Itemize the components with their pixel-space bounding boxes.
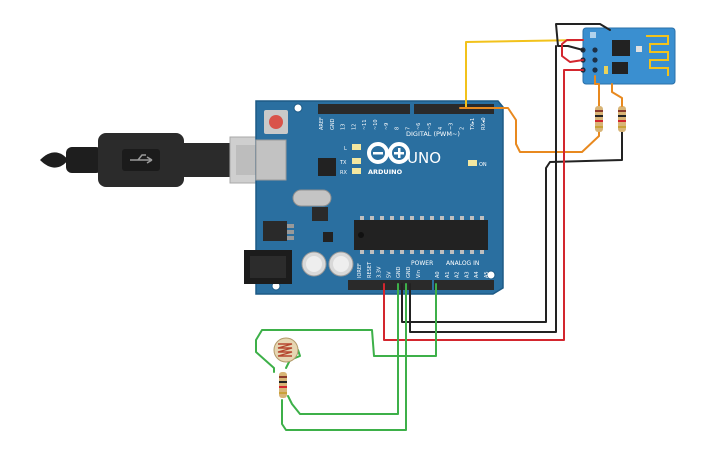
pin-label: 2 [459,127,465,130]
wire-orange-2 [594,75,600,113]
pin-label: AREF [319,117,325,130]
wire-orange [459,107,600,153]
pin-label: A2 [455,271,461,278]
pin-label: 7 [405,127,411,130]
pin-label: ~3 [449,123,455,130]
dc-barrel-jack-icon [244,250,292,284]
top-pin-labels: AREF GND 13 12 ~11 ~10 ~9 8 7 ~6 ~5 4 ~3 2 TX▸1 RX◂0 [319,117,487,131]
pin-label: A3 [464,271,470,278]
pin-label: ~11 [362,119,368,130]
pin-label: A5 [484,271,490,278]
arduino-infinity-logo-icon [367,142,410,164]
pin-label: 3.3V [377,266,383,278]
pin-label: ~10 [373,119,379,130]
power-header [348,280,494,290]
wire-yellow [465,39,584,109]
wire-green-1 [255,283,437,373]
wire-red-1 [561,39,584,63]
photoresistor-icon [273,337,299,363]
pin-label: 8 [395,127,401,130]
pin-label: TX▸1 [470,118,476,131]
led-on-label: ON [479,162,487,168]
pin-label: ~6 [416,123,422,130]
resistor-icon-2 [618,106,626,132]
power-header-label: POWER [411,260,433,267]
digital-header [318,104,494,114]
usb-cable-icon [40,133,289,187]
wire-green-2 [287,283,399,415]
led-tx-label: TX [339,160,347,166]
board-model-label: UNO [407,149,441,167]
resistor-icon [595,106,603,132]
wire-black-1 [555,23,611,51]
wire-green-3 [281,283,407,431]
pin-label: ~9 [384,123,390,130]
wire-black-2 [409,45,557,333]
pin-label: 4 [438,127,444,130]
esp8266-module-icon [580,27,676,85]
wire-black-3 [401,123,623,323]
pin-label: GND [396,266,402,278]
pin-label: A0 [435,271,441,278]
reset-button-icon [264,110,288,134]
pin-label: 12 [351,124,357,130]
pin-label: 13 [341,124,347,130]
resistor-icon-3 [279,372,287,398]
wire-red-2 [383,69,584,341]
analog-header-label: ANALOG IN [446,260,479,267]
led-rx-label: RX [340,170,347,176]
pin-label: RX◂0 [481,117,487,130]
crystal-icon [292,189,332,207]
pin-label: A1 [445,271,451,278]
led-l-label: L [344,146,347,152]
pin-label: RESET [367,261,373,278]
arduino-uno-board: UNO ARDUINO DIGITAL (PWM~) POWER ANALOG … [244,100,504,295]
board-brand-label: ARDUINO [368,168,403,176]
pin-label: Vin [416,270,422,278]
digital-header-label: DIGITAL (PWM~) [406,130,460,138]
wire-resistor-top [611,83,623,107]
pin-label: GND [330,118,336,130]
pin-label: 5V [386,271,392,278]
pin-label: GND [406,266,412,278]
capacitor-icon [301,251,354,277]
pin-label: A4 [474,271,480,278]
pin-label: ~5 [427,123,433,130]
pin-label: IOREF [357,263,363,278]
